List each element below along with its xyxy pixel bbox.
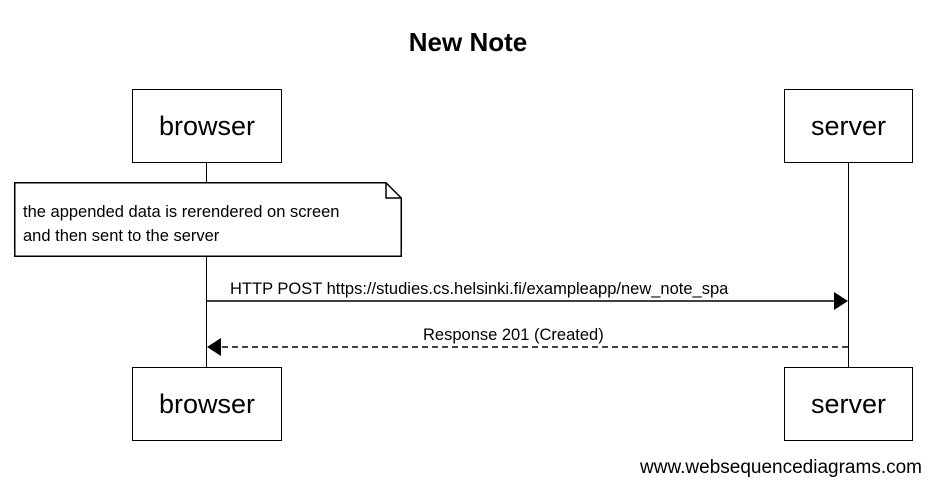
lifeline-browser bbox=[206, 162, 207, 368]
watermark-text: www.websequencediagrams.com bbox=[640, 457, 922, 478]
message-response-label: Response 201 (Created) bbox=[423, 326, 604, 344]
note-line-1: the appended data is rerendered on scree… bbox=[23, 203, 340, 221]
participant-browser-bottom-label: browser bbox=[158, 388, 256, 419]
message-response-arrow bbox=[207, 338, 848, 356]
note-box: the appended data is rerendered on scree… bbox=[14, 182, 402, 257]
lifeline-server bbox=[848, 162, 849, 368]
participant-server-top: server bbox=[784, 89, 913, 163]
message-http-post-arrow bbox=[207, 292, 848, 310]
diagram-title: New Note bbox=[408, 27, 528, 57]
message-http-post-label: HTTP POST https://studies.cs.helsinki.fi… bbox=[230, 280, 729, 298]
participant-server-top-label: server bbox=[810, 110, 886, 141]
participant-browser-top-label: browser bbox=[158, 110, 256, 141]
participant-browser-bottom: browser bbox=[132, 367, 282, 441]
participant-server-bottom-label: server bbox=[810, 388, 886, 419]
participant-server-bottom: server bbox=[784, 367, 913, 441]
note-line-2: and then sent to the server bbox=[23, 227, 220, 245]
note-shape bbox=[14, 182, 402, 257]
participant-browser-top: browser bbox=[132, 89, 282, 163]
note-text: the appended data is rerendered on scree… bbox=[23, 200, 339, 248]
